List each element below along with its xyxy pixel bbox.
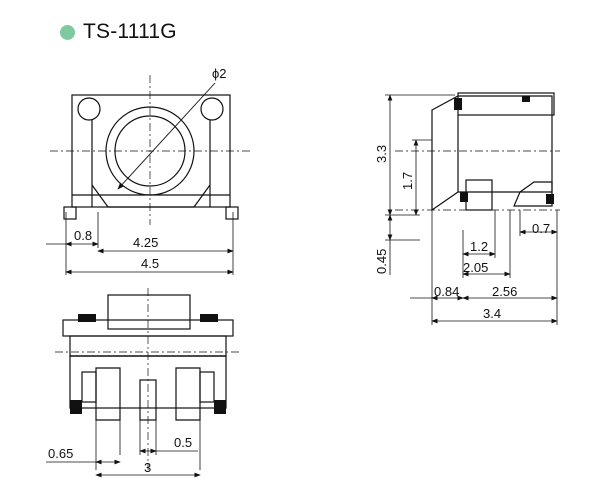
side-terminal-left — [465, 179, 493, 211]
side-view — [395, 92, 560, 212]
front-terminal-right — [175, 367, 201, 421]
top-view — [50, 75, 250, 225]
dim-body-width: 4.5 — [141, 256, 159, 271]
dim-total-len: 3.4 — [483, 306, 501, 321]
dim-height-total: 3.3 — [374, 145, 389, 163]
front-actuator — [107, 294, 191, 330]
dim-pin-pitch: 4.25 — [133, 235, 158, 250]
dim-pin-offset: 0.8 — [74, 228, 92, 243]
front-terminal-left — [95, 367, 121, 421]
dim-d: 2.56 — [492, 284, 517, 299]
dim-front-mid: 0.5 — [174, 435, 192, 450]
diameter-label: ϕ2 — [212, 66, 227, 81]
dim-lower: 0.45 — [374, 249, 389, 274]
status-dot-icon — [60, 24, 75, 40]
dim-front-width: 3 — [144, 460, 151, 475]
top-view-dimensions — [46, 212, 234, 275]
top-hole-left — [77, 97, 101, 121]
dim-pad-len: 0.7 — [532, 221, 550, 236]
dim-front-left: 0.65 — [48, 446, 73, 461]
part-number: TS-1111G — [83, 20, 177, 43]
front-view — [55, 288, 240, 470]
dim-c: 0.84 — [434, 284, 459, 299]
top-hole-right — [200, 97, 224, 121]
top-pin-right — [225, 206, 239, 220]
dim-a: 1.2 — [470, 239, 488, 254]
dim-height-mid: 1.7 — [400, 172, 415, 190]
top-pin-left — [63, 206, 77, 220]
front-view-dimensions — [46, 420, 201, 478]
part-title: TS-1111G — [60, 18, 177, 46]
dim-b: 2.05 — [463, 260, 488, 275]
side-view-dimensions — [385, 94, 558, 325]
